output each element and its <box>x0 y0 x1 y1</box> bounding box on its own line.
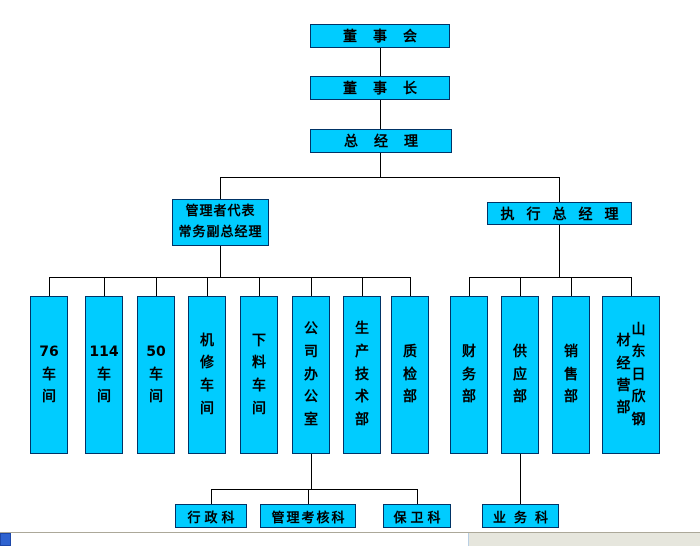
node-business-section: 业务科 <box>482 504 559 528</box>
connector-drop-machine <box>207 277 208 296</box>
connector-drop-w76 <box>49 277 50 296</box>
connector-office-down <box>311 454 312 490</box>
connector-drop-w114 <box>104 277 105 296</box>
node-executive-general-manager: 执行总经理 <box>487 202 632 225</box>
steel-dept-left-column: 材 经 营 部 <box>616 333 631 417</box>
connector-tier2-horizontal <box>220 177 560 178</box>
statusbar-area <box>469 533 700 546</box>
window-bottom-bar <box>0 532 700 546</box>
node-finance-dept: 财 务 部 <box>450 296 488 454</box>
node-machine-repair-workshop: 机 修 车 间 <box>188 296 226 454</box>
connector-gm-down <box>380 153 381 178</box>
steel-dept-right-column: 山 东 日 欣 钢 <box>631 322 646 428</box>
connector-drop-sales <box>571 277 572 296</box>
connector-board-chairman <box>380 48 381 76</box>
node-administration-section: 行政科 <box>175 504 247 528</box>
connector-drop-office <box>311 277 312 296</box>
node-general-manager: 总经理 <box>310 129 452 153</box>
connector-drop-cutting <box>259 277 260 296</box>
connector-drop-steel <box>631 277 632 296</box>
connector-drop-admin <box>211 489 212 504</box>
connector-supply-business <box>520 454 521 504</box>
node-quality-inspection-dept: 质 检 部 <box>391 296 429 454</box>
connector-drop-exec <box>559 177 560 202</box>
connector-exec-down <box>559 225 560 278</box>
node-security-section: 保卫科 <box>383 504 451 528</box>
connector-drop-assessment <box>308 489 309 504</box>
connector-drop-qc <box>410 277 411 296</box>
node-cutting-workshop: 下 料 车 间 <box>240 296 278 454</box>
connector-left-horizontal <box>49 277 411 278</box>
connector-drop-finance <box>469 277 470 296</box>
connector-drop-security <box>417 489 418 504</box>
node-supply-dept: 供 应 部 <box>501 296 539 454</box>
connector-chairman-gm <box>380 100 381 129</box>
connector-drop-supply <box>520 277 521 296</box>
node-company-office: 公 司 办 公 室 <box>292 296 330 454</box>
connector-drop-mgmt <box>220 177 221 199</box>
node-workshop-50: 50 车 间 <box>137 296 175 454</box>
node-workshop-114: 114 车 间 <box>85 296 123 454</box>
scrollbar-button[interactable] <box>0 533 11 546</box>
node-sales-dept: 销 售 部 <box>552 296 590 454</box>
node-chairman: 董事长 <box>310 76 450 100</box>
node-management-representative: 管理者代表 常务副总经理 <box>172 199 269 246</box>
connector-office-horizontal <box>211 489 418 490</box>
connector-drop-w50 <box>156 277 157 296</box>
node-steel-trading-dept: 材 经 营 部 山 东 日 欣 钢 <box>602 296 660 454</box>
node-workshop-76: 76 车 间 <box>30 296 68 454</box>
connector-drop-prodtech <box>362 277 363 296</box>
connector-mgmt-down <box>220 246 221 278</box>
connector-right-horizontal <box>469 277 632 278</box>
node-assessment-section: 管理考核科 <box>260 504 356 528</box>
node-production-technology-dept: 生 产 技 术 部 <box>343 296 381 454</box>
node-board-of-directors: 董事会 <box>310 24 450 48</box>
scrollbar-track[interactable] <box>11 533 469 546</box>
